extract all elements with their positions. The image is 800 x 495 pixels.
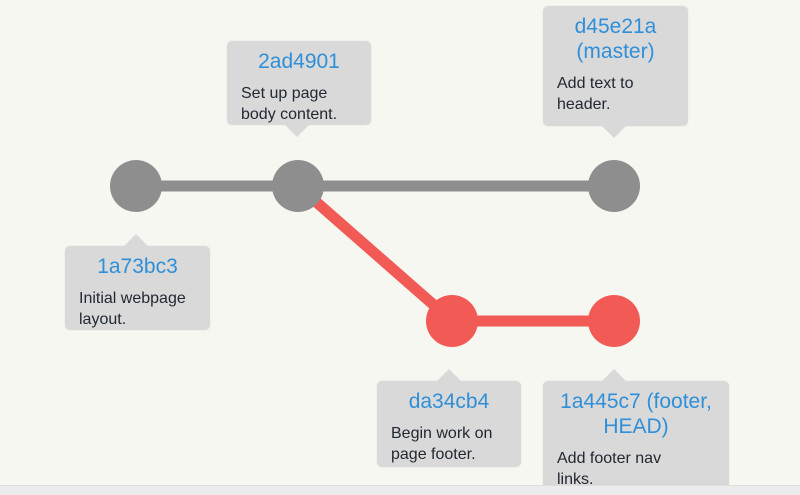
callout-pointer bbox=[602, 369, 626, 381]
commit-hash: 1a445c7 (footer, HEAD) bbox=[560, 390, 712, 438]
commit-node-1a445c7[interactable] bbox=[588, 295, 640, 347]
callout-pointer bbox=[602, 126, 626, 138]
commit-message: Set up page body content. bbox=[241, 85, 338, 123]
commit-callout-da34cb4: da34cb4 Begin work on page footer. bbox=[377, 369, 521, 467]
commit-hash: 1a73bc3 bbox=[97, 255, 178, 278]
commit-callout-d45e21a: d45e21a (master) Add text to header. bbox=[543, 6, 688, 138]
commit-message: Initial webpage layout. bbox=[79, 290, 186, 328]
callout-pointer bbox=[285, 125, 309, 137]
commit-hash: da34cb4 bbox=[408, 390, 490, 413]
commit-callout-1a73bc3: 1a73bc3 Initial webpage layout. bbox=[65, 234, 210, 330]
callout-pointer bbox=[124, 234, 148, 246]
commit-callout-1a445c7: 1a445c7 (footer, HEAD) Add footer nav li… bbox=[543, 369, 729, 491]
branch-line-footer-split bbox=[294, 181, 456, 326]
commit-message: Add footer nav links. bbox=[557, 450, 662, 488]
commit-message: Add text to header. bbox=[557, 75, 634, 113]
commit-hash: 2ad4901 bbox=[258, 50, 340, 73]
commit-node-2ad4901[interactable] bbox=[272, 160, 324, 212]
callout-pointer bbox=[437, 369, 461, 381]
commit-node-da34cb4[interactable] bbox=[426, 295, 478, 347]
window-bottom-edge bbox=[0, 485, 800, 495]
commit-node-1a73bc3[interactable] bbox=[110, 160, 162, 212]
commit-message: Begin work on page footer. bbox=[391, 425, 493, 463]
commit-hash: d45e21a (master) bbox=[574, 15, 657, 63]
commit-callout-2ad4901: 2ad4901 Set up page body content. bbox=[227, 41, 371, 137]
commit-node-d45e21a[interactable] bbox=[588, 160, 640, 212]
